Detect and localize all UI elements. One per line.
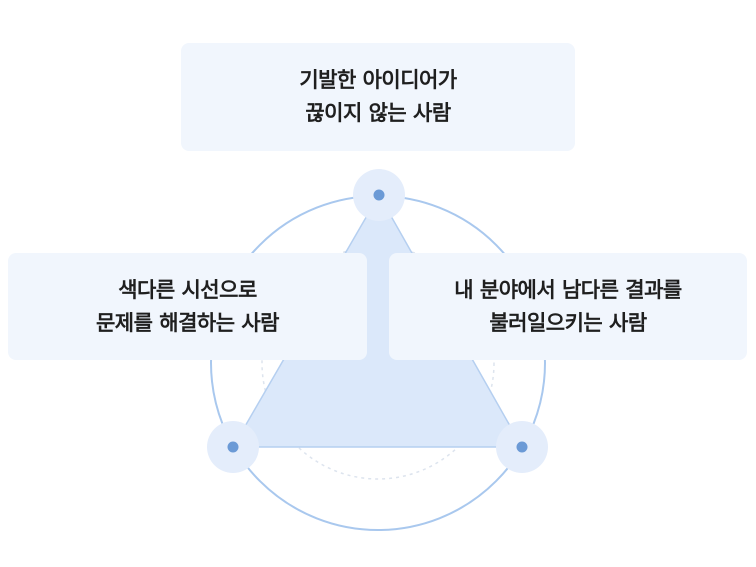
card-top: 기발한 아이디어가 끊이지 않는 사람 — [181, 43, 575, 151]
top-node-dot — [373, 189, 385, 201]
card-top-line1: 기발한 아이디어가 — [299, 68, 457, 92]
card-left-line1: 색다른 시선으로 — [118, 277, 257, 302]
card-right-line2: 불러일으키는 사람 — [489, 310, 647, 335]
card-right: 내 분야에서 남다른 결과를 불러일으키는 사람 — [389, 253, 747, 360]
card-right-line1: 내 분야에서 남다른 결과를 — [454, 277, 682, 302]
right-node-dot — [516, 441, 528, 453]
card-left: 색다른 시선으로 문제를 해결하는 사람 — [8, 253, 367, 360]
card-top-line2: 끊이지 않는 사람 — [305, 101, 451, 125]
card-left-line2: 문제를 해결하는 사람 — [95, 310, 280, 335]
left-node-dot — [227, 441, 239, 453]
